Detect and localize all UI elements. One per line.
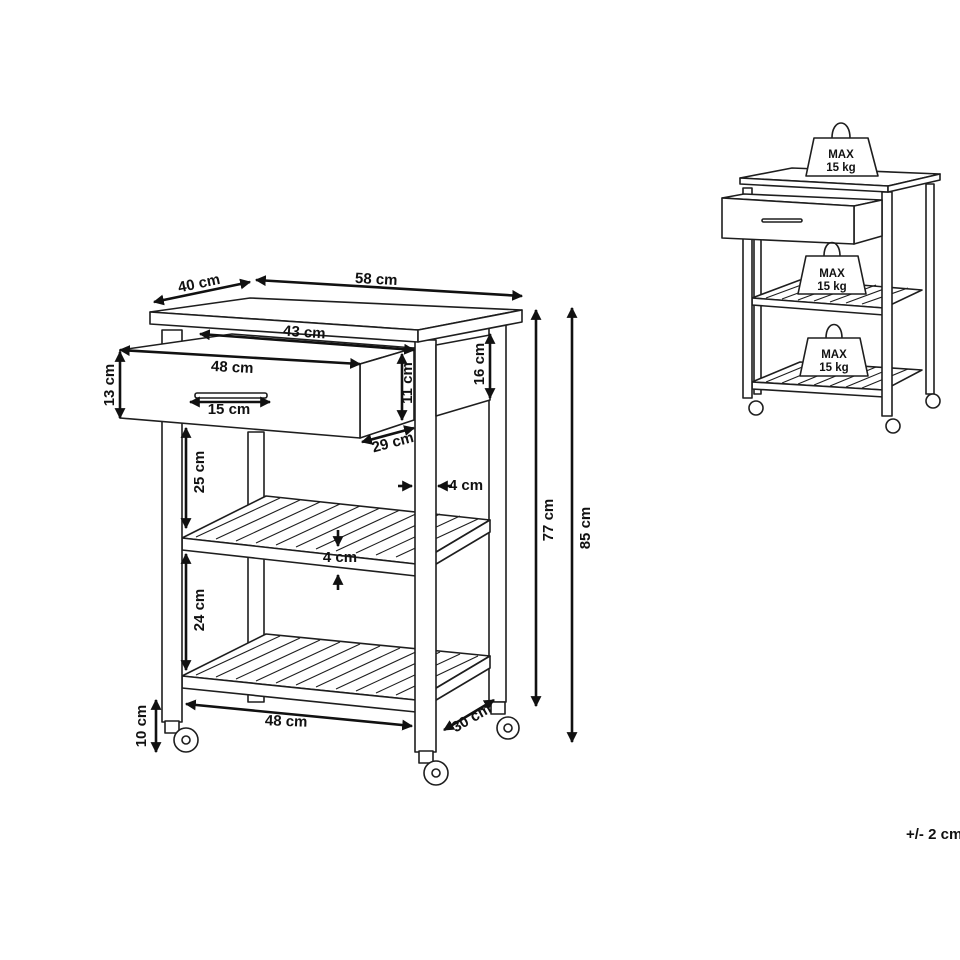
label-drawer-front-height: 13 cm	[101, 364, 118, 407]
weight-bottom: MAX 15 kg	[799, 323, 869, 377]
small-front-right-leg	[881, 191, 893, 417]
weight-top-icon	[805, 137, 879, 177]
load-capacity-cart	[721, 167, 941, 434]
dimension-labels: 40 cm 58 cm 43 cm 48 cm 13 cm 15 cm 11 c…	[101, 270, 594, 747]
small-back-left-leg	[753, 235, 762, 395]
weight-top-label: MAX	[828, 149, 854, 161]
label-bottom-shelf-width: 48 cm	[265, 712, 308, 730]
small-drawer-handle	[761, 218, 803, 223]
label-drawer-inner-width: 43 cm	[282, 323, 326, 343]
weight-top-value: 15 kg	[826, 162, 855, 174]
wheel-back-right	[490, 701, 520, 740]
label-gap-between-shelves: 24 cm	[191, 589, 208, 632]
top-side-edge	[417, 309, 523, 343]
small-wheel-left	[748, 400, 764, 416]
weight-middle: MAX 15 kg	[797, 241, 867, 295]
dimension-lines	[114, 275, 578, 754]
wheel-front-left	[164, 720, 199, 753]
weight-middle-label: MAX	[819, 268, 845, 280]
small-front-left-leg	[742, 187, 753, 399]
wheel-front-right	[418, 750, 449, 786]
label-bottom-shelf-depth: 30 cm	[449, 700, 494, 736]
label-gap-drawer-shelf: 25 cm	[191, 451, 208, 494]
small-wheel-front-right	[885, 418, 901, 434]
weight-top: MAX 15 kg	[805, 122, 879, 177]
back-right-leg	[488, 321, 507, 703]
label-total-height-no-wheels: 77 cm	[540, 499, 557, 542]
label-drawer-outer-width: 48 cm	[211, 358, 254, 377]
label-drawer-box-height: 16 cm	[471, 343, 488, 386]
front-right-leg	[414, 339, 437, 753]
drawer-housing	[435, 334, 491, 417]
weight-bottom-label: MAX	[821, 349, 847, 361]
tolerance-note: +/- 2 cm	[906, 826, 960, 843]
label-shelf-thickness: 4 cm	[323, 549, 357, 566]
weight-bottom-icon	[799, 337, 869, 377]
weight-middle-icon	[797, 255, 867, 295]
small-wheel-back-right	[925, 393, 941, 409]
label-drawer-inner-height: 11 cm	[399, 362, 416, 404]
label-leg-width: 4 cm	[449, 477, 483, 494]
label-wheel-height: 10 cm	[133, 705, 150, 748]
weight-bottom-value: 15 kg	[819, 362, 848, 374]
weight-middle-value: 15 kg	[817, 281, 846, 293]
label-total-height: 85 cm	[577, 507, 594, 550]
bottom-shelf-slats	[195, 635, 479, 696]
main-cart-drawing	[119, 297, 523, 786]
small-top-side-edge	[887, 173, 941, 193]
small-drawer-side	[853, 199, 883, 245]
label-handle-length: 15 cm	[208, 401, 251, 418]
drawer-handle	[194, 392, 268, 399]
label-width-top: 58 cm	[355, 270, 398, 289]
small-back-right-leg	[925, 183, 935, 395]
